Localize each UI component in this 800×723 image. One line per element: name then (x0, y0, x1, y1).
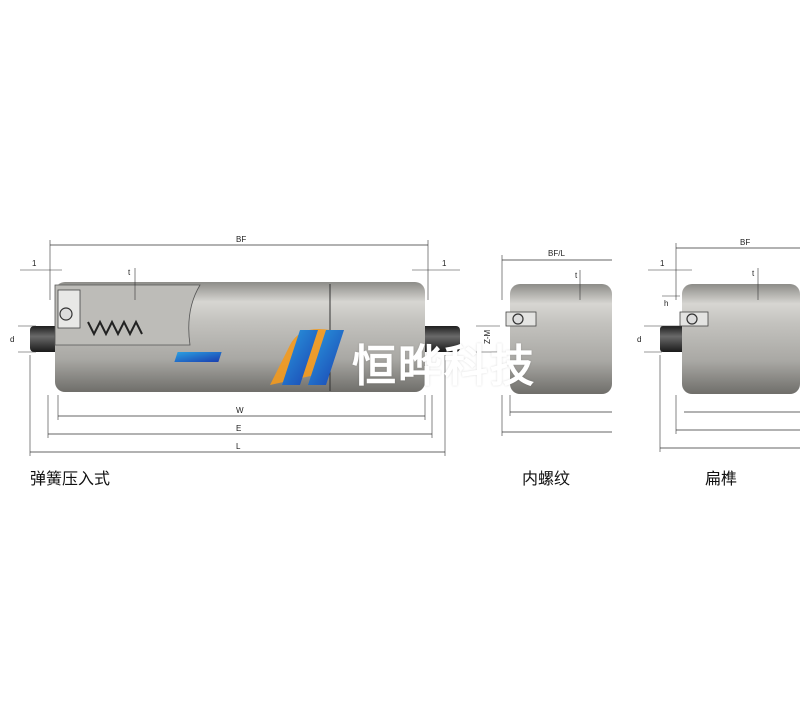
caption-spring: 弹簧压入式 (30, 469, 111, 488)
watermark-text: 恒晔科技 (352, 341, 536, 392)
bf-label: BF (236, 235, 246, 244)
d-label: d (10, 335, 14, 344)
roller-tube-2 (510, 284, 612, 394)
w-label: W (236, 406, 244, 415)
internal-thread-diagram: BF/L t Z-M (476, 249, 612, 436)
spring (87, 319, 143, 337)
roller-tube-3 (682, 284, 800, 394)
caption-flat-tenon: 扁榫 (705, 469, 738, 488)
gap-label-3: 1 (660, 259, 665, 268)
left-gap-label: 1 (32, 259, 37, 268)
e-label: E (236, 424, 241, 433)
bf-label-3: BF (740, 238, 750, 247)
t-label-3: t (752, 269, 755, 278)
right-gap-label: 1 (442, 259, 447, 268)
t-label: t (128, 268, 131, 277)
d-label-3: d (637, 335, 641, 344)
caption-internal-thread: 内螺纹 (522, 469, 571, 488)
l-label: L (236, 442, 241, 451)
h-label: h (664, 299, 668, 308)
t-label-2: t (575, 271, 578, 280)
watermark-logo (174, 329, 344, 385)
flat-tenon-diagram: BF 1 t h d (637, 238, 800, 452)
thread-label: Z-M (483, 329, 492, 344)
bf-l-label: BF/L (548, 249, 565, 258)
